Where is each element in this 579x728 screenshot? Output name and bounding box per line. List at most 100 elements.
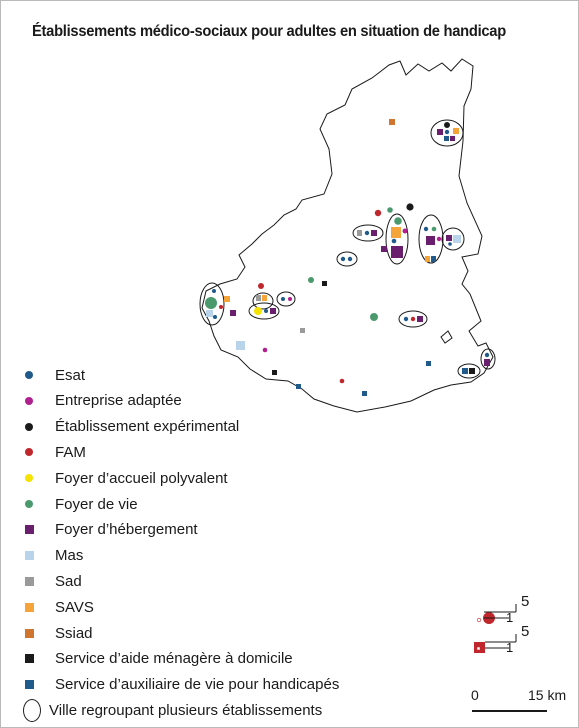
legend-square-icon	[25, 680, 34, 690]
legend-item: Foyer d’accueil polyvalent	[25, 467, 228, 489]
marker-fam	[258, 283, 264, 289]
marker-foyer-hebergement	[437, 129, 443, 135]
marker-entreprise	[436, 236, 442, 242]
marker-foyer-vie	[308, 277, 314, 283]
marker-savs	[453, 128, 459, 134]
marker-esat	[391, 238, 397, 244]
marker-mas	[453, 235, 461, 243]
legend-symbol	[25, 474, 43, 483]
legend-square-icon	[25, 654, 34, 664]
marker-mas	[236, 341, 245, 350]
legend-item: Sad	[25, 570, 82, 592]
marker-savs	[425, 256, 430, 262]
legend-square-icon	[25, 525, 34, 535]
marker-ssiad	[389, 119, 395, 125]
marker-fam	[219, 305, 223, 309]
legend-symbol	[25, 371, 43, 379]
legend-symbol	[25, 525, 43, 535]
marker-entreprise	[402, 228, 408, 234]
town-group	[441, 227, 465, 251]
legend-label: Ville regroupant plusieurs établissement…	[49, 701, 323, 719]
marker-esat	[484, 352, 490, 358]
markers	[205, 119, 490, 396]
marker-foyer-hebergement	[484, 359, 490, 366]
legend-circle-icon	[25, 500, 33, 508]
legend-circle-icon	[25, 396, 33, 405]
marker-foyer-hebergement	[417, 316, 423, 322]
marker-fam	[410, 316, 416, 322]
legend-item: Foyer d’hébergement	[25, 519, 198, 541]
legend-square-icon	[25, 576, 34, 586]
town-group	[385, 213, 409, 265]
legend-label: Établissement expérimental	[55, 418, 240, 436]
marker-savs	[224, 296, 230, 302]
marker-fam	[374, 209, 382, 217]
marker-menager	[322, 281, 327, 286]
town-group	[352, 224, 384, 242]
marker-foyer-hebergement	[446, 235, 452, 241]
legend-item: Ville regroupant plusieurs établissement…	[23, 698, 323, 722]
legend-label: Esat	[55, 366, 86, 384]
town-group	[252, 292, 274, 310]
marker-foyer-hebergement	[230, 310, 236, 316]
marker-auxiliaire	[296, 384, 301, 389]
marker-esat	[264, 309, 268, 313]
legend-symbol	[25, 602, 43, 612]
town-group	[457, 363, 481, 379]
marker-esat	[347, 256, 353, 262]
marker-esat-square	[444, 136, 449, 141]
legend-label: Sad	[55, 572, 82, 590]
marker-foyer-hebergement	[371, 230, 377, 236]
legend-ellipse-icon	[23, 698, 41, 722]
legend-label: Mas	[55, 547, 84, 565]
legend-item: FAM	[25, 441, 86, 463]
legend-square-icon	[25, 551, 34, 561]
prop-circle-small	[476, 617, 482, 623]
legend-symbol	[25, 500, 43, 508]
department-notch	[440, 330, 453, 344]
prop-circle-max-label: 5	[521, 593, 530, 610]
legend-item: Ssiad	[25, 622, 93, 644]
marker-savs	[391, 227, 401, 238]
marker-sad	[300, 328, 305, 333]
scale-end-label: 15 km	[528, 687, 567, 703]
legend-symbol	[25, 576, 43, 586]
prop-square-min-label: 1	[506, 640, 514, 655]
marker-foyer-vie	[205, 297, 217, 309]
legend-item: Service d’auxiliaire de vie pour handica…	[25, 674, 339, 696]
town-group	[430, 119, 464, 147]
town-group	[248, 302, 280, 320]
marker-esat-square	[431, 256, 436, 262]
scale-start-label: 0	[471, 687, 479, 703]
prop-circle-min-label: 1	[506, 610, 514, 625]
legend-item: Esat	[25, 364, 85, 386]
town-group	[398, 310, 428, 328]
marker-foyer-hebergement	[381, 246, 387, 252]
marker-fam	[339, 378, 345, 384]
legend-item: Service d’aide ménagère à domicile	[25, 648, 293, 670]
legend-symbol	[25, 628, 43, 638]
legend-square-icon	[25, 602, 34, 612]
marker-entreprise	[288, 297, 292, 301]
legend-square-icon	[25, 628, 34, 638]
marker-esat	[281, 297, 285, 301]
legend-symbol	[23, 698, 43, 722]
marker-mas	[206, 310, 213, 317]
marker-auxiliaire	[362, 391, 367, 396]
map-title: Établissements médico-sociaux pour adult…	[32, 23, 506, 40]
marker-menager	[469, 368, 475, 374]
marker-foyer-hebergement	[426, 236, 435, 245]
legend-label: Entreprise adaptée	[55, 392, 182, 410]
legend-symbol	[25, 680, 43, 690]
marker-auxiliaire	[426, 361, 431, 366]
proportional-circle-key	[476, 604, 517, 625]
town-group	[418, 214, 444, 264]
town-group	[276, 291, 296, 307]
legend-label: Ssiad	[55, 624, 93, 642]
marker-experimental	[406, 203, 414, 211]
marker-foyer-hebergement	[270, 308, 276, 314]
marker-entreprise	[262, 347, 268, 353]
department-outline	[201, 58, 494, 413]
marker-esat	[364, 230, 370, 236]
